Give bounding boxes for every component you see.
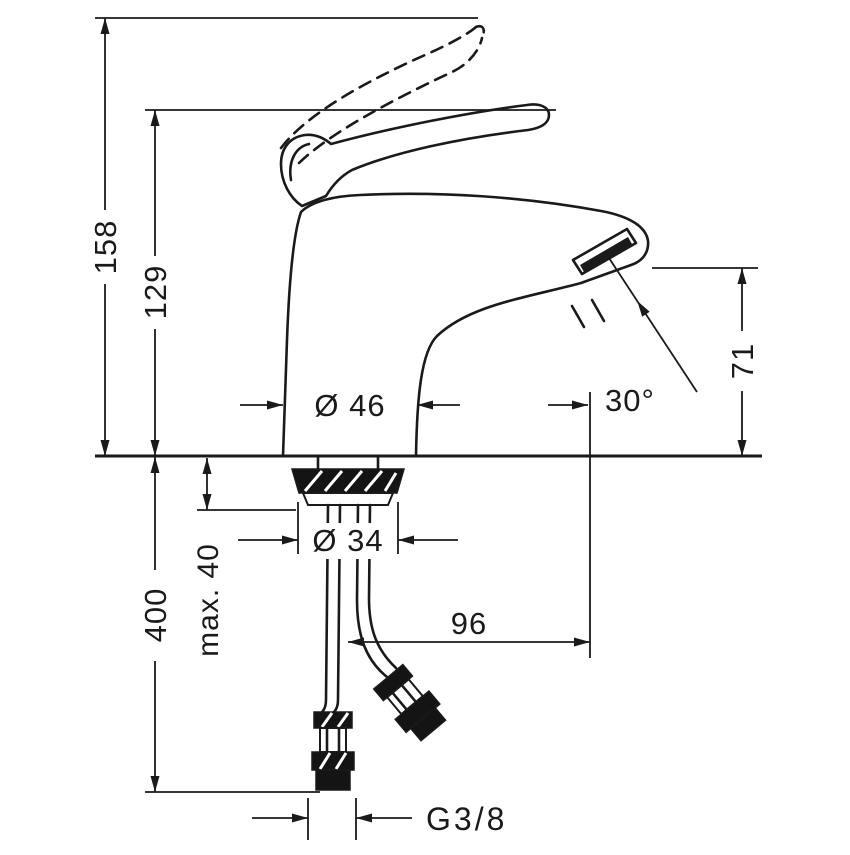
- arrow-up: [202, 458, 212, 474]
- spray-tick-2: [570, 304, 586, 329]
- raised-handle-bottom-edge: [297, 36, 484, 165]
- raised-handle-tip: [474, 24, 486, 40]
- dimension-body-diameter: Ø 46: [240, 388, 460, 423]
- arrow-down: [150, 776, 160, 792]
- connector-hatch: [318, 752, 332, 770]
- dim-label-71: 71: [725, 343, 760, 379]
- arrow-down: [100, 440, 110, 456]
- supply-hoses: [311, 503, 447, 791]
- raised-handle-dashed: [279, 24, 486, 165]
- dimension-hose-length: 400: [138, 456, 173, 792]
- faucet-outline: [279, 103, 650, 458]
- arrow-left: [398, 535, 414, 545]
- connector-hatch: [334, 752, 348, 770]
- raised-handle-top-edge: [279, 25, 478, 150]
- dim-label-96: 96: [451, 606, 487, 641]
- dimension-spout-height: 71: [725, 268, 760, 456]
- arrow-down: [737, 440, 747, 456]
- dim-label-dia-46: Ø 46: [314, 388, 385, 423]
- arrow-up: [100, 18, 110, 34]
- connector-end: [409, 706, 447, 742]
- dimension-total-height: 158: [88, 18, 123, 456]
- connector-body: [319, 727, 347, 753]
- arrow-left: [348, 637, 364, 647]
- arrow-right: [292, 813, 308, 823]
- hose-right-edge-2: [367, 503, 398, 670]
- nut-hatch: [363, 470, 384, 492]
- aerator-outlet: [580, 237, 632, 272]
- connector-band: [311, 751, 355, 771]
- dim-label-g38: G3/8: [426, 801, 507, 837]
- arrow-down: [202, 494, 212, 510]
- dimension-thread: G3/8: [252, 801, 507, 837]
- dim-label-158: 158: [88, 220, 123, 275]
- mounting-hardware: [291, 454, 405, 506]
- arrow-down: [150, 440, 160, 456]
- nut-hatch: [343, 470, 364, 492]
- nut-hatch: [303, 470, 324, 492]
- nut-hatch: [323, 470, 344, 492]
- connector-end: [315, 769, 351, 791]
- faucet-body: [281, 192, 650, 458]
- extension-lines: [95, 17, 758, 840]
- dim-label-max-40: max. 40: [192, 543, 225, 657]
- connector-rib: [400, 683, 418, 704]
- dimension-shank-diameter: Ø 34: [238, 523, 458, 559]
- dimension-spout-reach: 96: [348, 606, 590, 647]
- washer-collar: [301, 492, 395, 506]
- connector-rib: [391, 691, 409, 711]
- connector-hatch: [320, 712, 334, 728]
- dimension-spray-angle: 30°: [548, 257, 698, 418]
- arrow-right: [574, 637, 590, 647]
- label-backdrop: [306, 523, 390, 559]
- arrow-left: [356, 813, 372, 823]
- arrow-up: [737, 268, 747, 284]
- arrow-left: [417, 400, 433, 410]
- faucet-handle: [279, 103, 551, 208]
- dim-label-dia-34: Ø 34: [312, 523, 383, 558]
- spray-tick-1: [590, 298, 606, 323]
- arrow-right: [282, 535, 298, 545]
- angle-leader-line: [608, 257, 698, 393]
- aerator: [571, 227, 638, 276]
- hose-connector-right: [372, 663, 447, 742]
- handle-cap-line: [289, 142, 311, 182]
- dim-label-30deg: 30°: [605, 383, 655, 418]
- arrow-right: [572, 400, 588, 410]
- connector-hatch: [336, 712, 350, 728]
- dimension-max-thickness: max. 40: [192, 458, 225, 657]
- arrow-diagonal: [637, 300, 650, 317]
- arrow-up: [150, 110, 160, 126]
- dim-label-129: 129: [138, 265, 173, 320]
- dim-label-400: 400: [138, 588, 173, 643]
- arrow-right: [267, 400, 283, 410]
- hose-connector-left: [311, 711, 355, 791]
- nut-hatch: [383, 472, 398, 492]
- dimension-body-height: 129: [138, 110, 173, 456]
- arrow-up: [150, 457, 160, 473]
